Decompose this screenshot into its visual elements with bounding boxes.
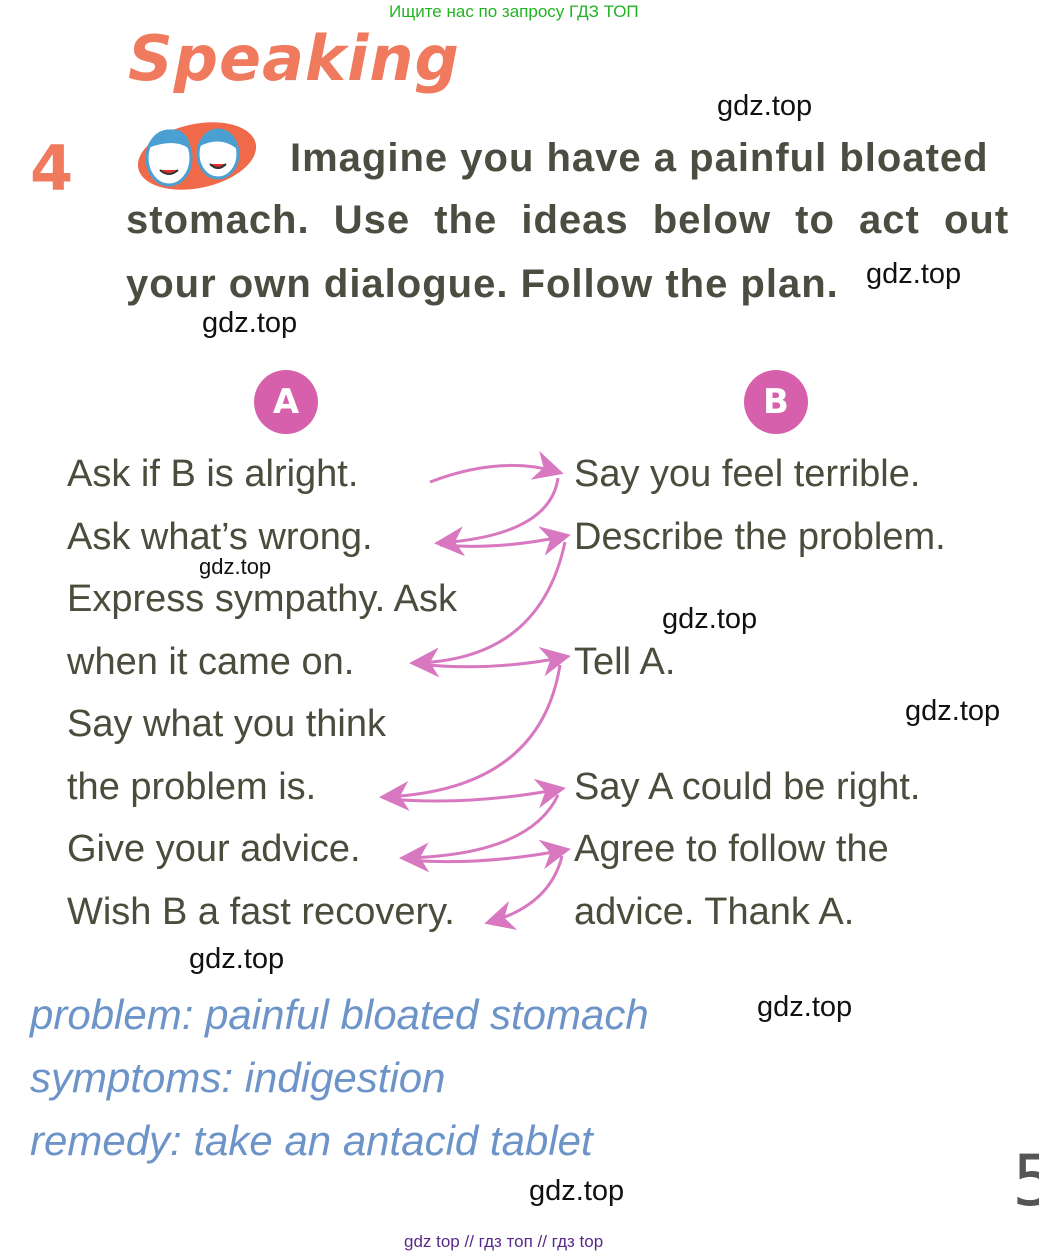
role-a-step: Express sympathy. Ask	[67, 578, 457, 620]
role-a-step: the problem is.	[67, 766, 317, 808]
arrow	[439, 526, 571, 556]
page-number: 5	[1012, 1140, 1039, 1222]
arrow	[387, 778, 566, 809]
watermark: gdz.top	[717, 90, 813, 122]
role-a-badge: A	[254, 370, 318, 434]
role-b-step: Tell A.	[574, 641, 676, 683]
arrow	[429, 450, 564, 484]
instruction-line: Imagine you have a painful bloated	[290, 136, 989, 180]
arrow	[407, 839, 571, 870]
watermark: gdz.top	[189, 943, 285, 975]
role-a-step: Wish B a fast recovery.	[67, 891, 455, 933]
watermark: gdz.top	[662, 603, 758, 635]
idea-remedy: remedy: take an antacid tablet	[30, 1117, 593, 1164]
arrow	[379, 664, 562, 811]
role-a-step: Ask what’s wrong.	[67, 516, 373, 558]
exercise-number: 4	[30, 132, 74, 205]
speaking-pair-icon	[137, 122, 257, 190]
watermark: gdz.top	[757, 991, 853, 1023]
arrow	[409, 541, 567, 678]
role-b-step: Say A could be right.	[574, 766, 921, 808]
role-b-step: advice. Thank A.	[574, 891, 855, 933]
role-a-step: Say what you think	[67, 703, 386, 745]
watermark: gdz.top	[199, 554, 272, 579]
instruction-line: your own dialogue. Follow the plan.	[126, 262, 839, 306]
footer-text: gdz top // гдз топ // гдз top	[404, 1232, 604, 1251]
idea-problem: problem: painful bloated stomach	[30, 991, 649, 1038]
watermark: gdz.top	[905, 695, 1001, 727]
role-b-step: Say you feel terrible.	[574, 453, 921, 495]
role-b-step: Describe the problem.	[574, 516, 946, 558]
instruction-line: stomach. Use the ideas below to act out	[126, 198, 1010, 242]
role-a-step: when it came on.	[67, 641, 355, 683]
search-hint: Ищите нас по запросу ГДЗ ТОП	[389, 2, 639, 21]
idea-symptoms: symptoms: indigestion	[30, 1054, 446, 1101]
arrow	[484, 855, 564, 930]
arrow	[417, 646, 571, 677]
role-a-step: Ask if B is alright.	[67, 453, 359, 495]
role-b-badge: B	[744, 370, 808, 434]
arrow	[399, 794, 560, 873]
role-b-step: Agree to follow the	[574, 828, 889, 870]
arrow	[434, 477, 560, 557]
watermark: gdz.top	[529, 1175, 625, 1207]
watermark: gdz.top	[866, 258, 962, 290]
role-a-step: Give your advice.	[67, 828, 361, 870]
section-title: Speaking	[128, 22, 460, 95]
watermark: gdz.top	[202, 307, 298, 339]
